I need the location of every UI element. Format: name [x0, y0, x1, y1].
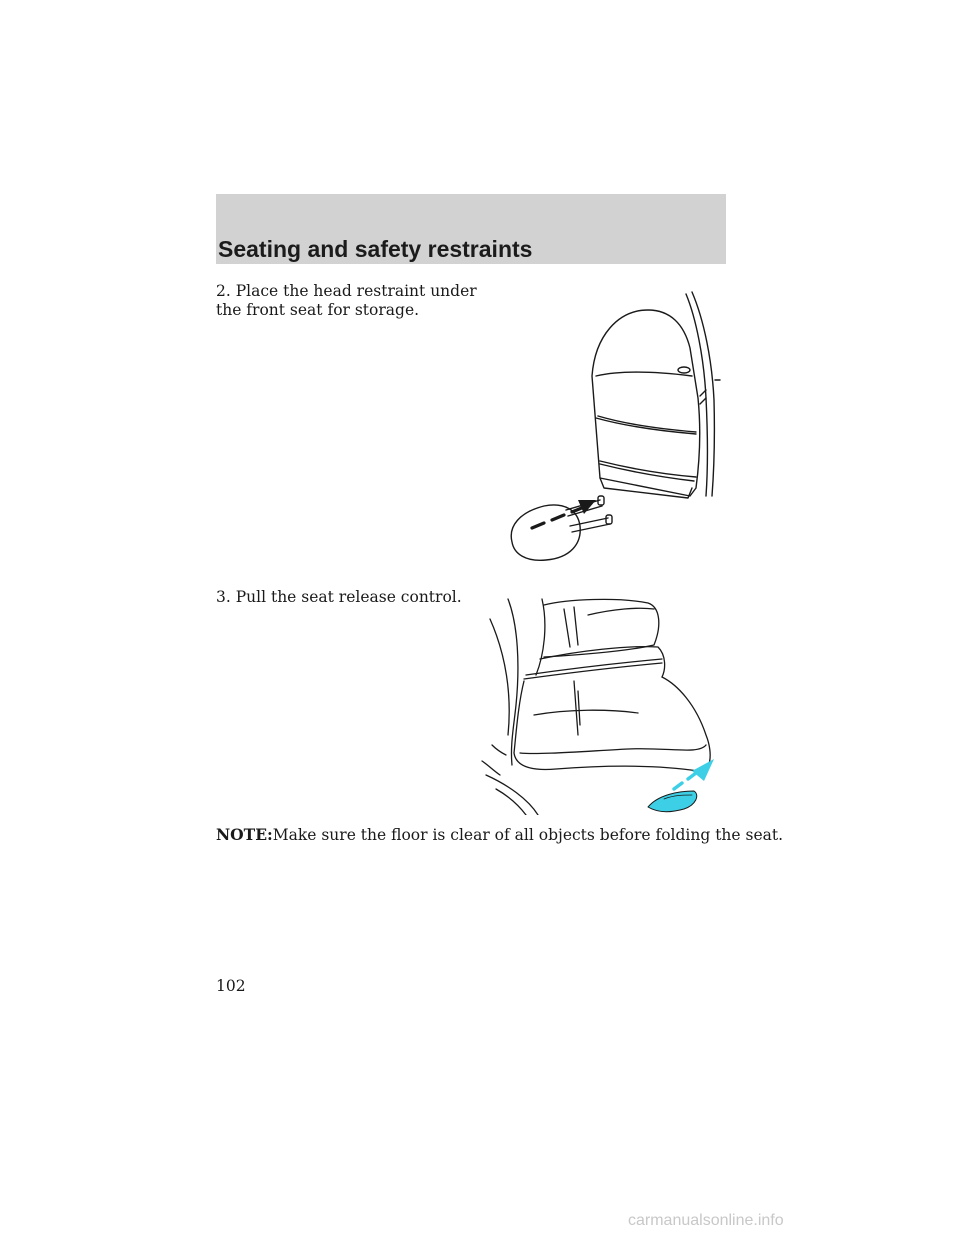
page-number: 102 [216, 977, 246, 995]
step-2-text: 2. Place the head restraint under the fr… [216, 282, 477, 320]
step-2-line-2: the front seat for storage. [216, 301, 420, 319]
note-body: Make sure the floor is clear of all obje… [272, 826, 784, 844]
seat-release-control-illustration [481, 598, 714, 815]
section-title: Seating and safety restraints [218, 236, 533, 262]
step-2-line-1: 2. Place the head restraint under [216, 282, 477, 300]
section-header: Seating and safety restraints [216, 194, 726, 264]
note-text: NOTE:Make sure the floor is clear of all… [216, 825, 783, 845]
watermark: carmanualsonline.info [628, 1212, 784, 1229]
step-3-text: 3. Pull the seat release control. [216, 588, 462, 606]
head-restraint-storage-illustration [510, 291, 721, 561]
note-label: NOTE: [216, 825, 273, 844]
